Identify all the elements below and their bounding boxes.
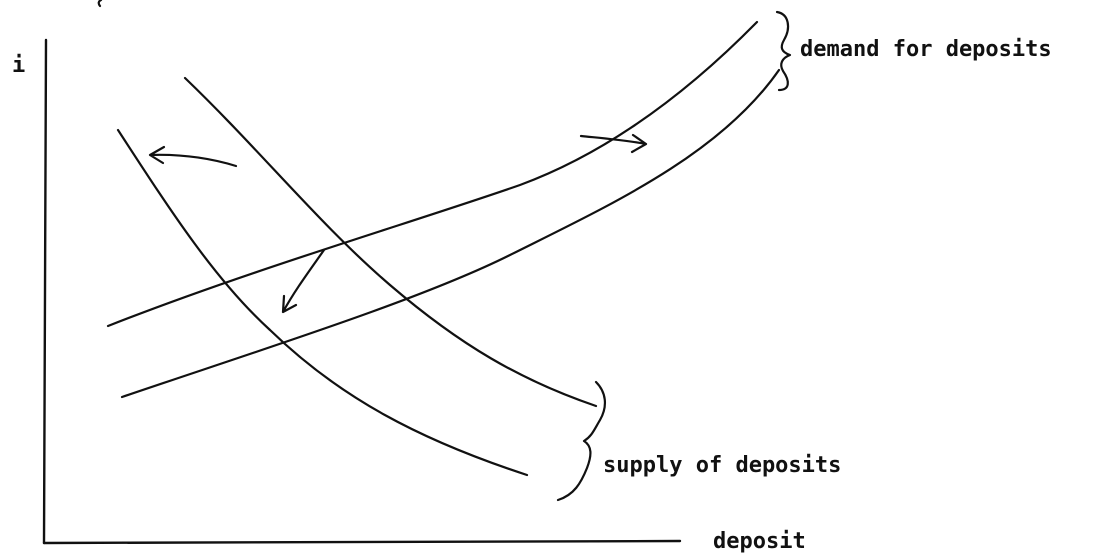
- supply-curve-shifted: [116, 128, 529, 477]
- equilibrium-shift-arrow: [281, 248, 326, 314]
- demand-shift-arrow: [579, 133, 648, 154]
- demand-brace: [775, 10, 792, 92]
- demand-curve-original: [106, 20, 759, 328]
- supply-curve-original: [183, 76, 598, 408]
- x-axis: [42, 539, 682, 545]
- y-axis: [42, 38, 48, 545]
- supply-brace: [556, 380, 606, 502]
- demand-curve-shifted: [120, 68, 781, 399]
- y-axis-label: i: [12, 53, 25, 78]
- supply-shift-arrow: [148, 145, 238, 168]
- stray-mark: [97, 0, 103, 8]
- demand-label: demand for deposits: [800, 37, 1052, 62]
- x-axis-label: deposit: [713, 529, 806, 554]
- supply-label: supply of deposits: [603, 453, 841, 478]
